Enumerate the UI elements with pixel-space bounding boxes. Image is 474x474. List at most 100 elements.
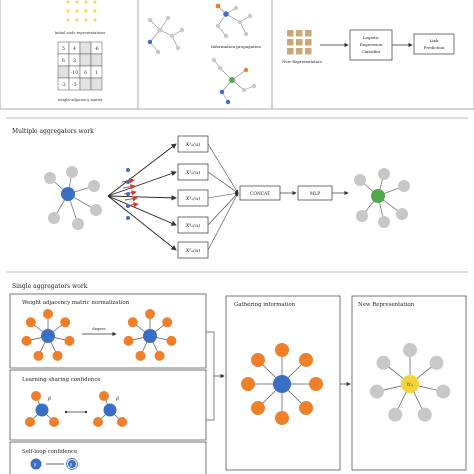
star-icon: ★ <box>74 8 79 15</box>
panel-gathering-title: Gathering information <box>234 302 296 308</box>
representation-block <box>296 39 303 46</box>
matrix-cell-value: -5 <box>72 83 76 88</box>
neighbor-node <box>162 317 173 328</box>
classifier-line-2: Regression <box>360 42 383 47</box>
fan-line <box>107 170 177 197</box>
panel-learning-title: Learning sharing confidence <box>22 377 100 383</box>
matrix-cell-value: 6 <box>62 59 65 64</box>
top-frame <box>0 0 474 110</box>
propagation-graph-1 <box>147 15 185 55</box>
neighbor-node <box>60 317 71 328</box>
classifier-line-1: Logistic <box>363 35 380 40</box>
fan-line <box>107 143 177 197</box>
neighbor-node <box>299 352 314 367</box>
star-icon: ★ <box>83 0 88 6</box>
star-icon: ★ <box>83 8 88 15</box>
link-prediction-box <box>413 33 455 55</box>
representation-block <box>287 48 294 55</box>
multiple-aggregators-section: Multiple aggregators work X¹ₐ(u)X²ₐ(u)X³… <box>6 117 468 259</box>
self-loop-node-right <box>68 460 76 468</box>
neighbor-node <box>369 384 384 399</box>
representation-block <box>305 48 312 55</box>
classifier-line-3: Classifier <box>361 49 380 54</box>
aggregator-label: X⁴ₐ(u) <box>185 222 201 229</box>
initial-caption: Initial node representations <box>55 31 106 35</box>
new-representation-graph <box>369 343 451 422</box>
neighbor-node <box>275 343 289 357</box>
single-aggregators-section: Single aggregators work Weight adjacency… <box>6 271 468 474</box>
concat-label: CONCAT <box>250 192 270 197</box>
neighbor-node <box>154 350 165 361</box>
degree-label: degree <box>92 326 106 331</box>
star-icon: ★ <box>74 17 79 24</box>
matrix-cell <box>79 53 92 67</box>
representation-block <box>296 30 303 37</box>
matrix-cell-value: 5 <box>62 47 65 52</box>
sharing-connector-dot-right <box>84 410 88 414</box>
matrix-cell <box>79 77 92 91</box>
neighbor-node <box>33 350 44 361</box>
neighbor-node <box>403 343 417 357</box>
star-icon: ★ <box>74 0 79 6</box>
matrix-cell-value: -3 <box>61 83 65 88</box>
matrix-cell-value: 4 <box>73 47 76 52</box>
neighbor-node <box>127 317 138 328</box>
matrix-cell <box>79 41 92 55</box>
representation-block <box>287 30 294 37</box>
weight-graph-after <box>123 309 177 361</box>
red-arrow <box>124 196 138 202</box>
panel-selfloop-title: Self-loop confidence <box>22 449 77 455</box>
neighbor-node <box>376 355 391 370</box>
neighbor-node <box>436 384 451 399</box>
aggregator-to-concat <box>207 192 239 251</box>
self-loop-beta-left: β <box>33 462 37 467</box>
beta-symbol-right: β <box>115 396 119 402</box>
neighbor-node <box>166 335 177 346</box>
neighbor-node <box>388 407 403 422</box>
fan-node <box>126 216 130 220</box>
neighbor-node <box>52 350 63 361</box>
neighbor-node <box>250 352 265 367</box>
aggregator-to-concat <box>207 192 239 226</box>
fan-line <box>107 195 177 226</box>
aggregator-to-concat <box>207 171 239 194</box>
center-node <box>401 375 419 393</box>
beta-symbol-left: β <box>47 396 51 402</box>
neighbor-node <box>64 335 75 346</box>
new-representation-caption: New Representation <box>282 59 322 64</box>
aggregator-boxes: X¹ₐ(u)X²ₐ(u)X³ₐ(u)X⁴ₐ(u)X⁵ₐ(u) <box>177 135 239 259</box>
fan-line <box>107 195 177 251</box>
single-section-title: Single aggregators work <box>12 283 88 290</box>
link-prediction-line-1: Link <box>430 38 440 43</box>
weight-matrix-caption: weight-adjacency matrix <box>58 98 103 102</box>
neighbor-node <box>417 407 432 422</box>
aggregator-to-concat <box>207 191 239 199</box>
center-node <box>273 375 291 393</box>
output-graph <box>354 168 410 228</box>
panel-new-rep-title: New Representation <box>358 302 415 308</box>
initial-representation-grid: ★★★★★★★★★★★★ <box>65 0 97 24</box>
neighbor-node <box>241 377 255 391</box>
matrix-cell <box>90 53 103 67</box>
red-arrow <box>125 202 139 208</box>
star-icon: ★ <box>65 17 70 24</box>
sharing-connector-dot-left <box>64 410 68 414</box>
neighbor-node <box>43 309 53 319</box>
matrix-cell-value: 6 <box>84 71 87 76</box>
mlp-label: MLP <box>310 192 320 197</box>
learning-graph-left <box>25 391 59 427</box>
neighbor-node <box>309 377 323 391</box>
aggregator-to-concat <box>207 143 239 194</box>
aggregator-label: X²ₐ(u) <box>185 169 201 176</box>
matrix-cell-value: 3 <box>73 59 76 64</box>
aggregator-fan <box>107 143 177 251</box>
neighbor-node <box>135 350 146 361</box>
star-icon: ★ <box>92 8 97 15</box>
neighbor-node <box>275 411 289 425</box>
representation-block <box>296 48 303 55</box>
neighbor-node <box>299 401 314 416</box>
fan-node <box>126 180 130 184</box>
